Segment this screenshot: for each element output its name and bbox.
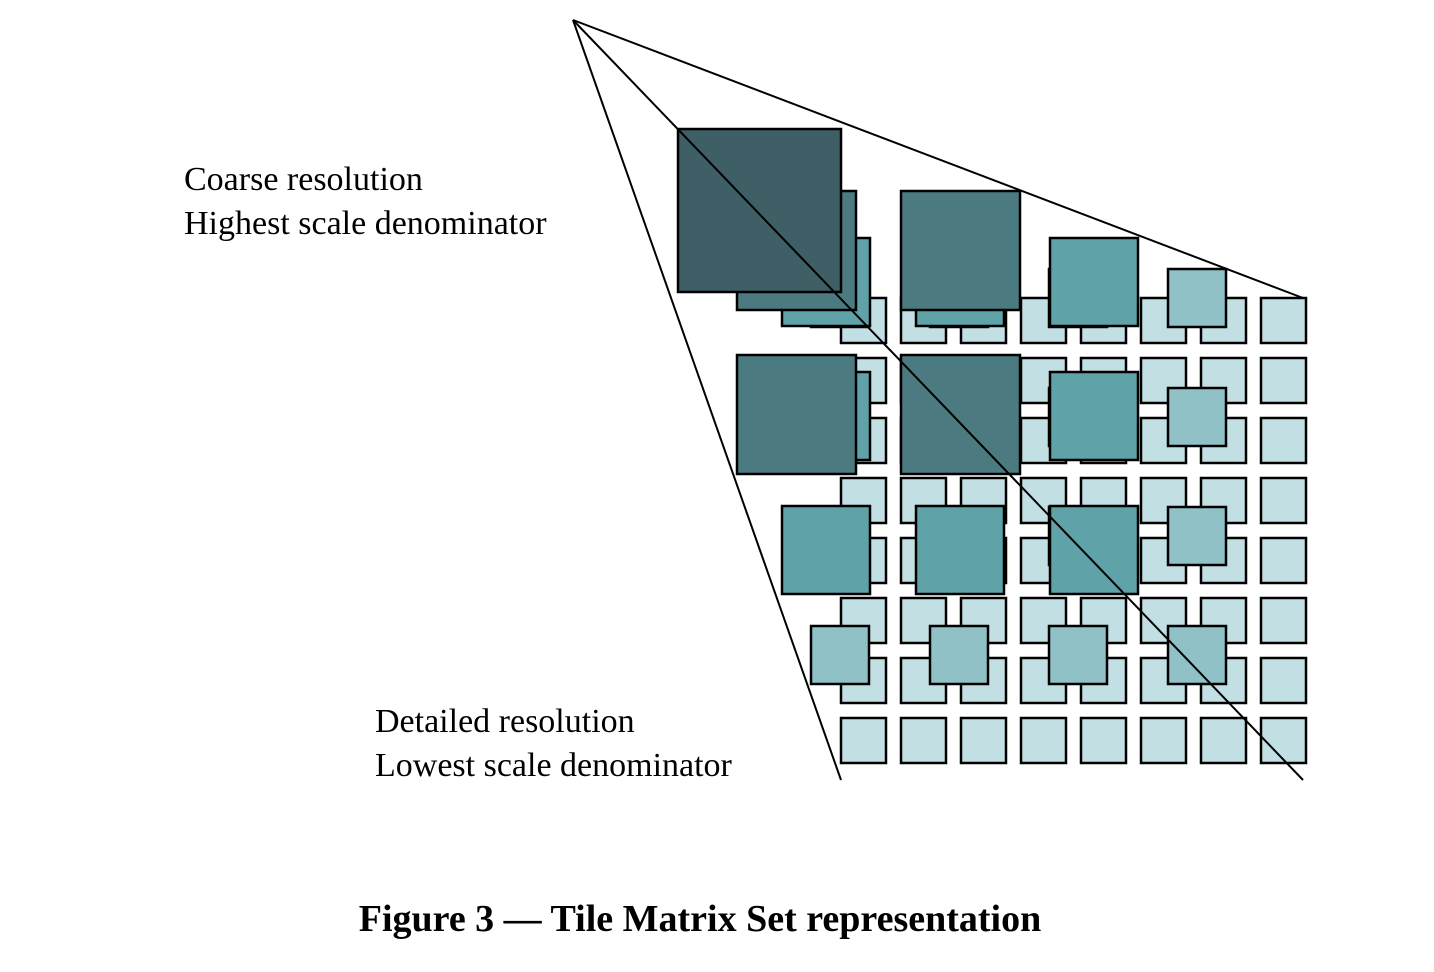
lowest-scale-denominator-text: Lowest scale denominator xyxy=(375,747,732,784)
pyramid-edge-left xyxy=(572,19,842,781)
tile-l4-r7-c1 xyxy=(899,716,948,765)
tile-l4-r7-c5 xyxy=(1139,716,1188,765)
tile-l4-r7-c2 xyxy=(959,716,1008,765)
coarse-resolution-label: Coarse resolution Highest scale denomina… xyxy=(184,158,547,246)
tile-l1-r1-c0 xyxy=(735,353,858,476)
detailed-resolution-label: Detailed resolution Lowest scale denomin… xyxy=(375,700,732,788)
pyramid-edge-top xyxy=(572,19,1304,299)
tile-l3-r0-c3 xyxy=(1166,267,1228,329)
tile-l4-r5-c7 xyxy=(1259,596,1308,645)
tile-l3-r1-c3 xyxy=(1166,386,1228,448)
figure-caption: Figure 3 — Tile Matrix Set representatio… xyxy=(358,898,1042,940)
pyramid-outline xyxy=(572,19,1304,781)
tile-l4-r4-c7 xyxy=(1259,536,1308,585)
tile-l3-r3-c2 xyxy=(1047,624,1109,686)
tile-l4-r3-c7 xyxy=(1259,476,1308,525)
tile-layers xyxy=(676,127,1308,765)
tile-l4-r7-c3 xyxy=(1019,716,1068,765)
tile-l2-r1-c2 xyxy=(1048,370,1140,462)
tile-l4-r7-c6 xyxy=(1199,716,1248,765)
coarse-resolution-text: Coarse resolution xyxy=(184,161,423,198)
tile-l3-r3-c3 xyxy=(1166,624,1228,686)
tile-l3-r2-c3 xyxy=(1166,505,1228,567)
tile-l4-r7-c0 xyxy=(839,716,888,765)
highest-scale-denominator-text: Highest scale denominator xyxy=(184,205,547,242)
tile-l2-r2-c0 xyxy=(780,504,872,596)
tile-l4-r7-c4 xyxy=(1079,716,1128,765)
tile-l3-r3-c0 xyxy=(809,624,871,686)
tile-l2-r2-c2 xyxy=(1048,504,1140,596)
tile-l4-r2-c7 xyxy=(1259,416,1308,465)
tile-l4-r0-c7 xyxy=(1259,296,1308,345)
tile-l3-r3-c1 xyxy=(928,624,990,686)
tile-l1-r1-c1 xyxy=(899,353,1022,476)
detailed-resolution-text: Detailed resolution xyxy=(375,703,635,740)
tile-l2-r0-c2 xyxy=(1048,236,1140,328)
tile-l4-r6-c7 xyxy=(1259,656,1308,705)
pyramid-edge-diagonal xyxy=(572,19,1304,781)
tile-l2-r2-c1 xyxy=(914,504,1006,596)
tile-l1-r0-c1 xyxy=(899,189,1022,312)
tile-l4-r7-c7 xyxy=(1259,716,1308,765)
tile-l4-r1-c7 xyxy=(1259,356,1308,405)
